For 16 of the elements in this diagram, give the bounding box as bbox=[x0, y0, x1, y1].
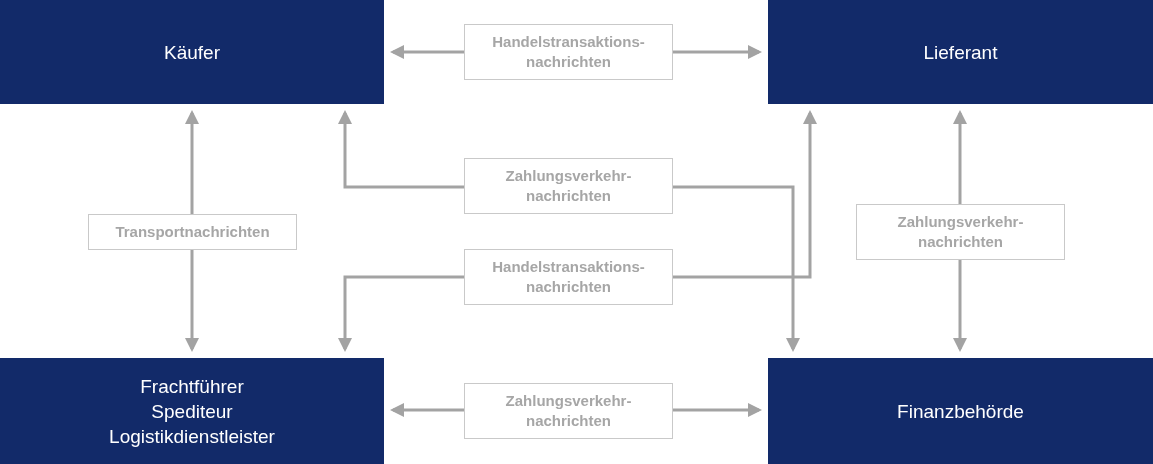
party-box bbox=[768, 358, 1153, 464]
party-label: Finanzbehörde bbox=[897, 399, 1024, 424]
party-label: Lieferant bbox=[923, 40, 998, 65]
edge-label: Transportnachrichten bbox=[88, 214, 297, 250]
edge-label: Handelstransaktions- nachrichten bbox=[464, 24, 673, 80]
party-label: Spediteur bbox=[151, 399, 233, 424]
party-box bbox=[768, 0, 1153, 104]
party-label: Frachtführer bbox=[140, 374, 244, 399]
party-box bbox=[0, 358, 384, 464]
party-label: Logistikdienstleister bbox=[109, 424, 275, 449]
party-box bbox=[0, 0, 384, 104]
edge-label: Zahlungsverkehr- nachrichten bbox=[464, 383, 673, 439]
edge-label: Handelstransaktions- nachrichten bbox=[464, 249, 673, 305]
party-label: Käufer bbox=[164, 40, 220, 65]
edge-label: Zahlungsverkehr- nachrichten bbox=[856, 204, 1065, 260]
edge-label: Zahlungsverkehr- nachrichten bbox=[464, 158, 673, 214]
